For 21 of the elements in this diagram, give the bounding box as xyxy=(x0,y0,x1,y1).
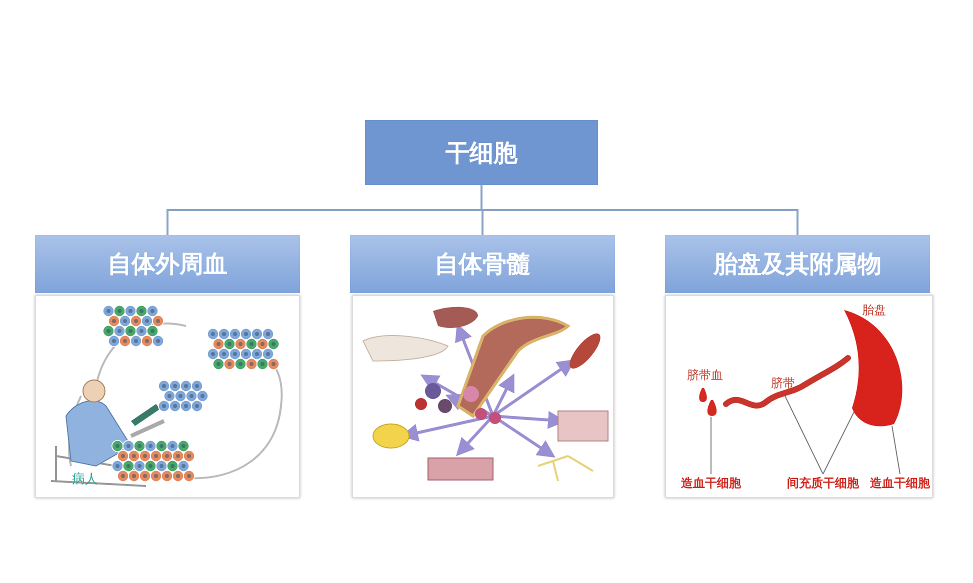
illustration-panel xyxy=(665,295,933,498)
blood-drop-icon xyxy=(699,388,717,416)
part-label: 脐带 xyxy=(771,375,795,392)
leader-line xyxy=(784,396,824,474)
category-header: 自体外周血 xyxy=(35,235,300,293)
illustration-panel xyxy=(352,295,614,498)
leader-line xyxy=(892,426,900,474)
leader-line xyxy=(822,412,854,474)
category-header: 胎盘及其附属物 xyxy=(665,235,930,293)
part-caption: 间充质干细胞 xyxy=(778,474,868,492)
category-header: 自体骨髓 xyxy=(350,235,615,293)
part-label: 脐带血 xyxy=(687,367,723,384)
illustration-panel xyxy=(35,295,300,498)
leader-line xyxy=(710,416,712,474)
part-caption: 造血干细胞 xyxy=(676,474,746,492)
patient-label: 病人 xyxy=(72,471,98,488)
root-box: 干细胞 xyxy=(365,120,598,185)
part-label: 胎盘 xyxy=(862,302,886,319)
part-caption: 造血干细胞 xyxy=(868,474,932,492)
connector-line xyxy=(166,185,482,235)
umbilical-cord-drawing xyxy=(723,355,851,409)
